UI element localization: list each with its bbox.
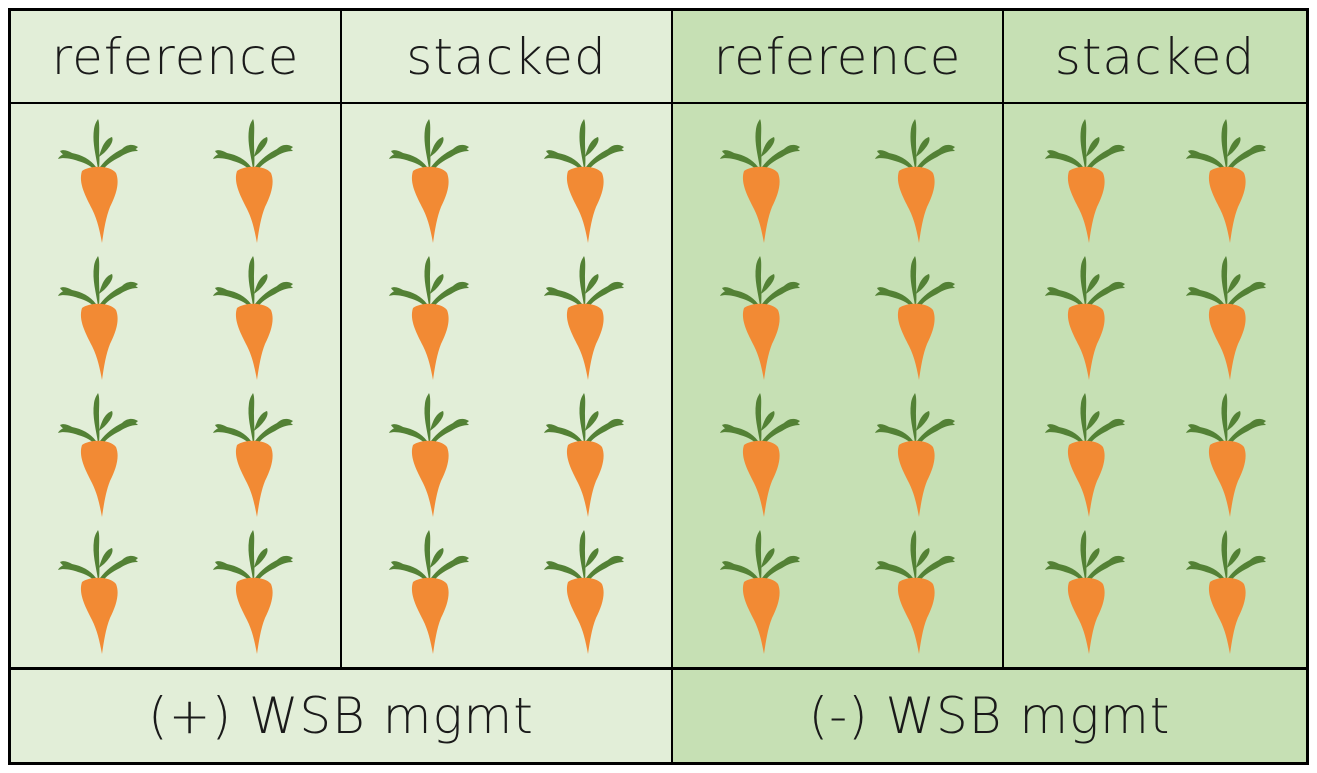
carrot-icon: [507, 247, 662, 384]
carrot-icon: [838, 522, 993, 659]
carrot-icon: [838, 247, 993, 384]
carrot-icon: [1155, 385, 1296, 522]
carrot-icon: [21, 247, 176, 384]
plot-reference-minus: [673, 104, 1004, 667]
carrot-icon: [21, 385, 176, 522]
carrot-icon: [683, 110, 838, 247]
carrot-icon: [352, 247, 507, 384]
footer-minus-wsb: (-) WSB mgmt: [673, 667, 1306, 762]
carrot-icon: [352, 522, 507, 659]
header-stacked-minus: stacked: [1004, 11, 1306, 104]
carrot-icon: [838, 110, 993, 247]
carrot-icon: [176, 385, 331, 522]
carrot-icon: [1155, 110, 1296, 247]
carrot-icon: [1155, 247, 1296, 384]
carrot-icon: [1155, 522, 1296, 659]
footer-plus-wsb: (+) WSB mgmt: [11, 667, 673, 762]
carrot-icon: [176, 522, 331, 659]
carrot-icon: [21, 522, 176, 659]
carrot-icon: [1014, 385, 1155, 522]
header-reference-minus: reference: [673, 11, 1004, 104]
carrot-icon: [507, 110, 662, 247]
carrot-icon: [176, 247, 331, 384]
field-layout-diagram: reference stacked reference stacked: [8, 8, 1309, 765]
carrot-icon: [1014, 247, 1155, 384]
carrot-icon: [683, 247, 838, 384]
header-reference-plus: reference: [11, 11, 342, 104]
header-stacked-plus: stacked: [342, 11, 673, 104]
plot-stacked-plus: [342, 104, 673, 667]
carrot-icon: [683, 522, 838, 659]
carrot-icon: [1014, 110, 1155, 247]
carrot-icon: [21, 110, 176, 247]
carrot-icon: [507, 385, 662, 522]
carrot-icon: [838, 385, 993, 522]
carrot-icon: [507, 522, 662, 659]
carrot-icon: [352, 110, 507, 247]
carrot-icon: [352, 385, 507, 522]
plot-reference-plus: [11, 104, 342, 667]
plot-stacked-minus: [1004, 104, 1306, 667]
carrot-icon: [683, 385, 838, 522]
carrot-icon: [1014, 522, 1155, 659]
carrot-icon: [176, 110, 331, 247]
